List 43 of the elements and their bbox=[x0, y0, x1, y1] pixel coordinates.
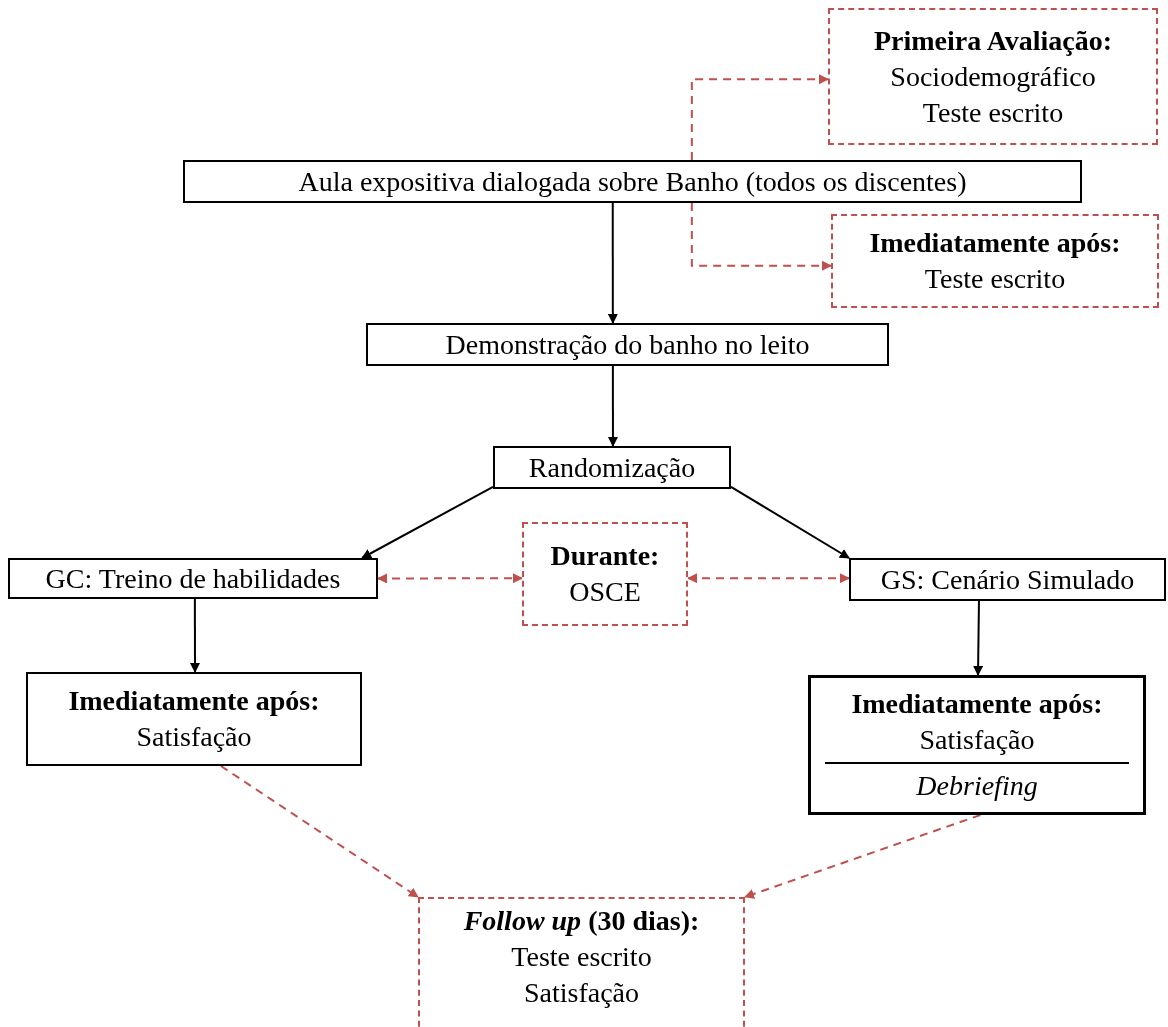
box-heading: Primeira Avaliação: bbox=[873, 23, 1113, 58]
arrow bbox=[690, 74, 829, 161]
box-heading: Imediatamente após: bbox=[851, 687, 1103, 721]
arrow bbox=[687, 573, 850, 584]
arrow bbox=[730, 485, 850, 559]
arrow bbox=[361, 485, 494, 559]
process-box bbox=[808, 675, 1146, 815]
box-text: Demonstração do banho no leito bbox=[445, 327, 810, 362]
box-text: Teste escrito bbox=[511, 940, 652, 974]
assessment-box bbox=[522, 522, 688, 626]
box-text: Randomização bbox=[528, 450, 696, 485]
arrow bbox=[377, 573, 523, 584]
box-heading: Durante: bbox=[550, 539, 660, 573]
box-text: OSCE bbox=[569, 575, 641, 609]
assessment-box bbox=[418, 897, 745, 1027]
process-box bbox=[26, 672, 362, 766]
box-heading: Imediatamente após: bbox=[68, 684, 320, 718]
box-text: Sociodemográfico bbox=[890, 59, 1096, 94]
assessment-box bbox=[831, 214, 1159, 308]
arrow bbox=[219, 765, 419, 898]
arrow bbox=[607, 202, 618, 324]
box-text: Debriefing bbox=[916, 769, 1038, 803]
arrow bbox=[690, 202, 832, 271]
box-heading: Follow up (30 dias): bbox=[463, 904, 700, 938]
box-text: GS: Cenário Simulado bbox=[880, 562, 1135, 597]
process-box bbox=[366, 323, 889, 366]
arrow bbox=[744, 814, 982, 899]
box-text: Satisfação bbox=[523, 976, 640, 1010]
box-text: GC: Treino de habilidades bbox=[45, 561, 341, 596]
process-box bbox=[183, 160, 1082, 203]
arrow bbox=[190, 598, 200, 673]
assessment-box bbox=[828, 8, 1158, 145]
arrow bbox=[973, 600, 984, 676]
box-text: Satisfação bbox=[919, 723, 1035, 757]
process-box bbox=[8, 558, 378, 599]
process-box bbox=[849, 558, 1166, 601]
arrow bbox=[607, 365, 618, 447]
box-heading: Imediatamente após: bbox=[869, 226, 1121, 260]
box-text: Teste escrito bbox=[922, 95, 1064, 130]
box-text: Teste escrito bbox=[924, 262, 1066, 296]
process-box bbox=[493, 446, 731, 489]
box-text: Satisfação bbox=[136, 720, 252, 754]
box-text: Aula expositiva dialogada sobre Banho (todos os discentes) bbox=[298, 164, 967, 199]
